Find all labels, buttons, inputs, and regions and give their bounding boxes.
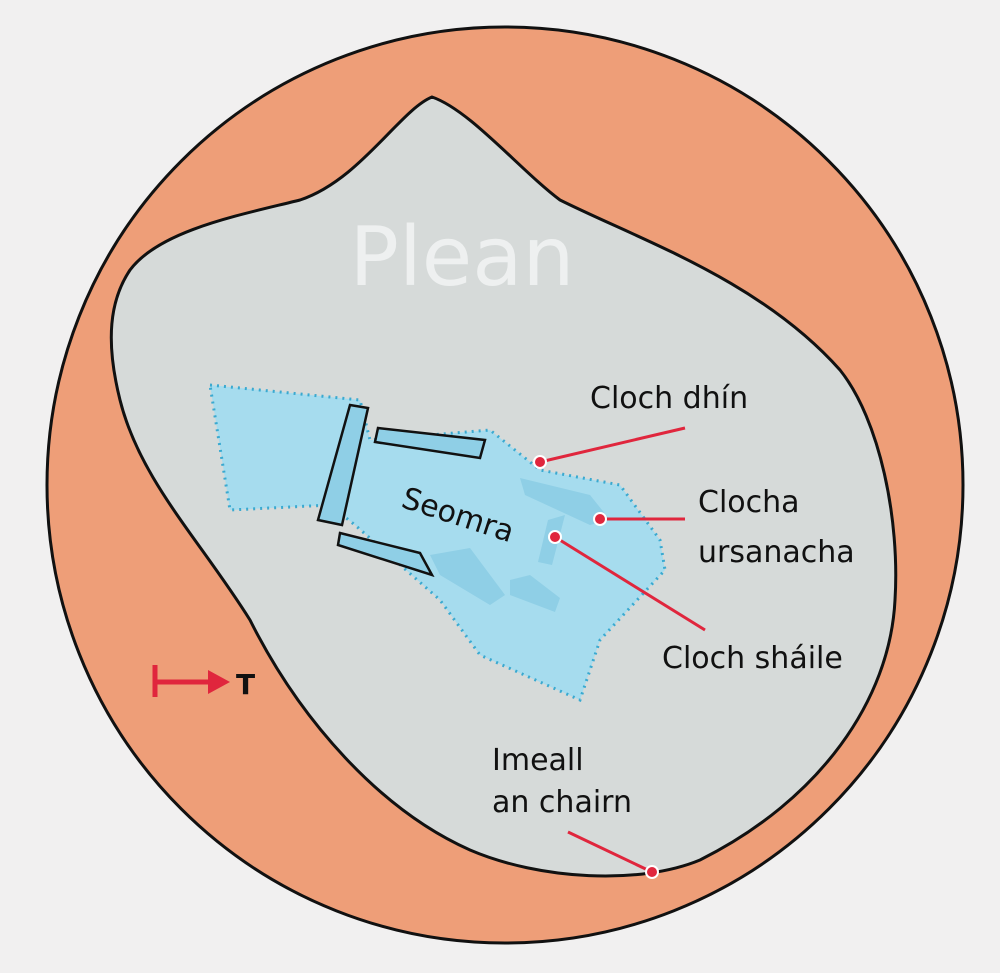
- stone-southwest: [336, 531, 435, 578]
- label-imeall-line2: an chairn: [492, 785, 632, 820]
- point-cloch-shaile: [548, 530, 562, 544]
- label-cloch-shaile: Cloch sháile: [662, 641, 843, 676]
- north-arrow-label: T: [236, 668, 255, 701]
- stone-portal: [520, 478, 610, 525]
- point-clocha-ursanacha: [593, 512, 607, 526]
- plan-title: Plean: [350, 210, 575, 305]
- leader-cloch-shaile: [554, 535, 706, 632]
- label-clocha-line1: Clocha: [698, 485, 800, 520]
- stone-west: [316, 403, 370, 527]
- leader-imeall: [567, 830, 653, 874]
- stone-south-east: [510, 575, 560, 612]
- north-arrow-icon: [152, 665, 230, 697]
- stone-south: [430, 548, 505, 605]
- point-imeall: [645, 865, 659, 879]
- stone-north: [373, 426, 487, 460]
- label-imeall-line1: Imeall: [492, 743, 584, 778]
- label-cloch-dhin: Cloch dhín: [590, 381, 748, 416]
- leader-cloch-dhin: [539, 426, 686, 464]
- label-clocha-line2: ursanacha: [698, 535, 855, 570]
- point-cloch-dhin: [533, 455, 547, 469]
